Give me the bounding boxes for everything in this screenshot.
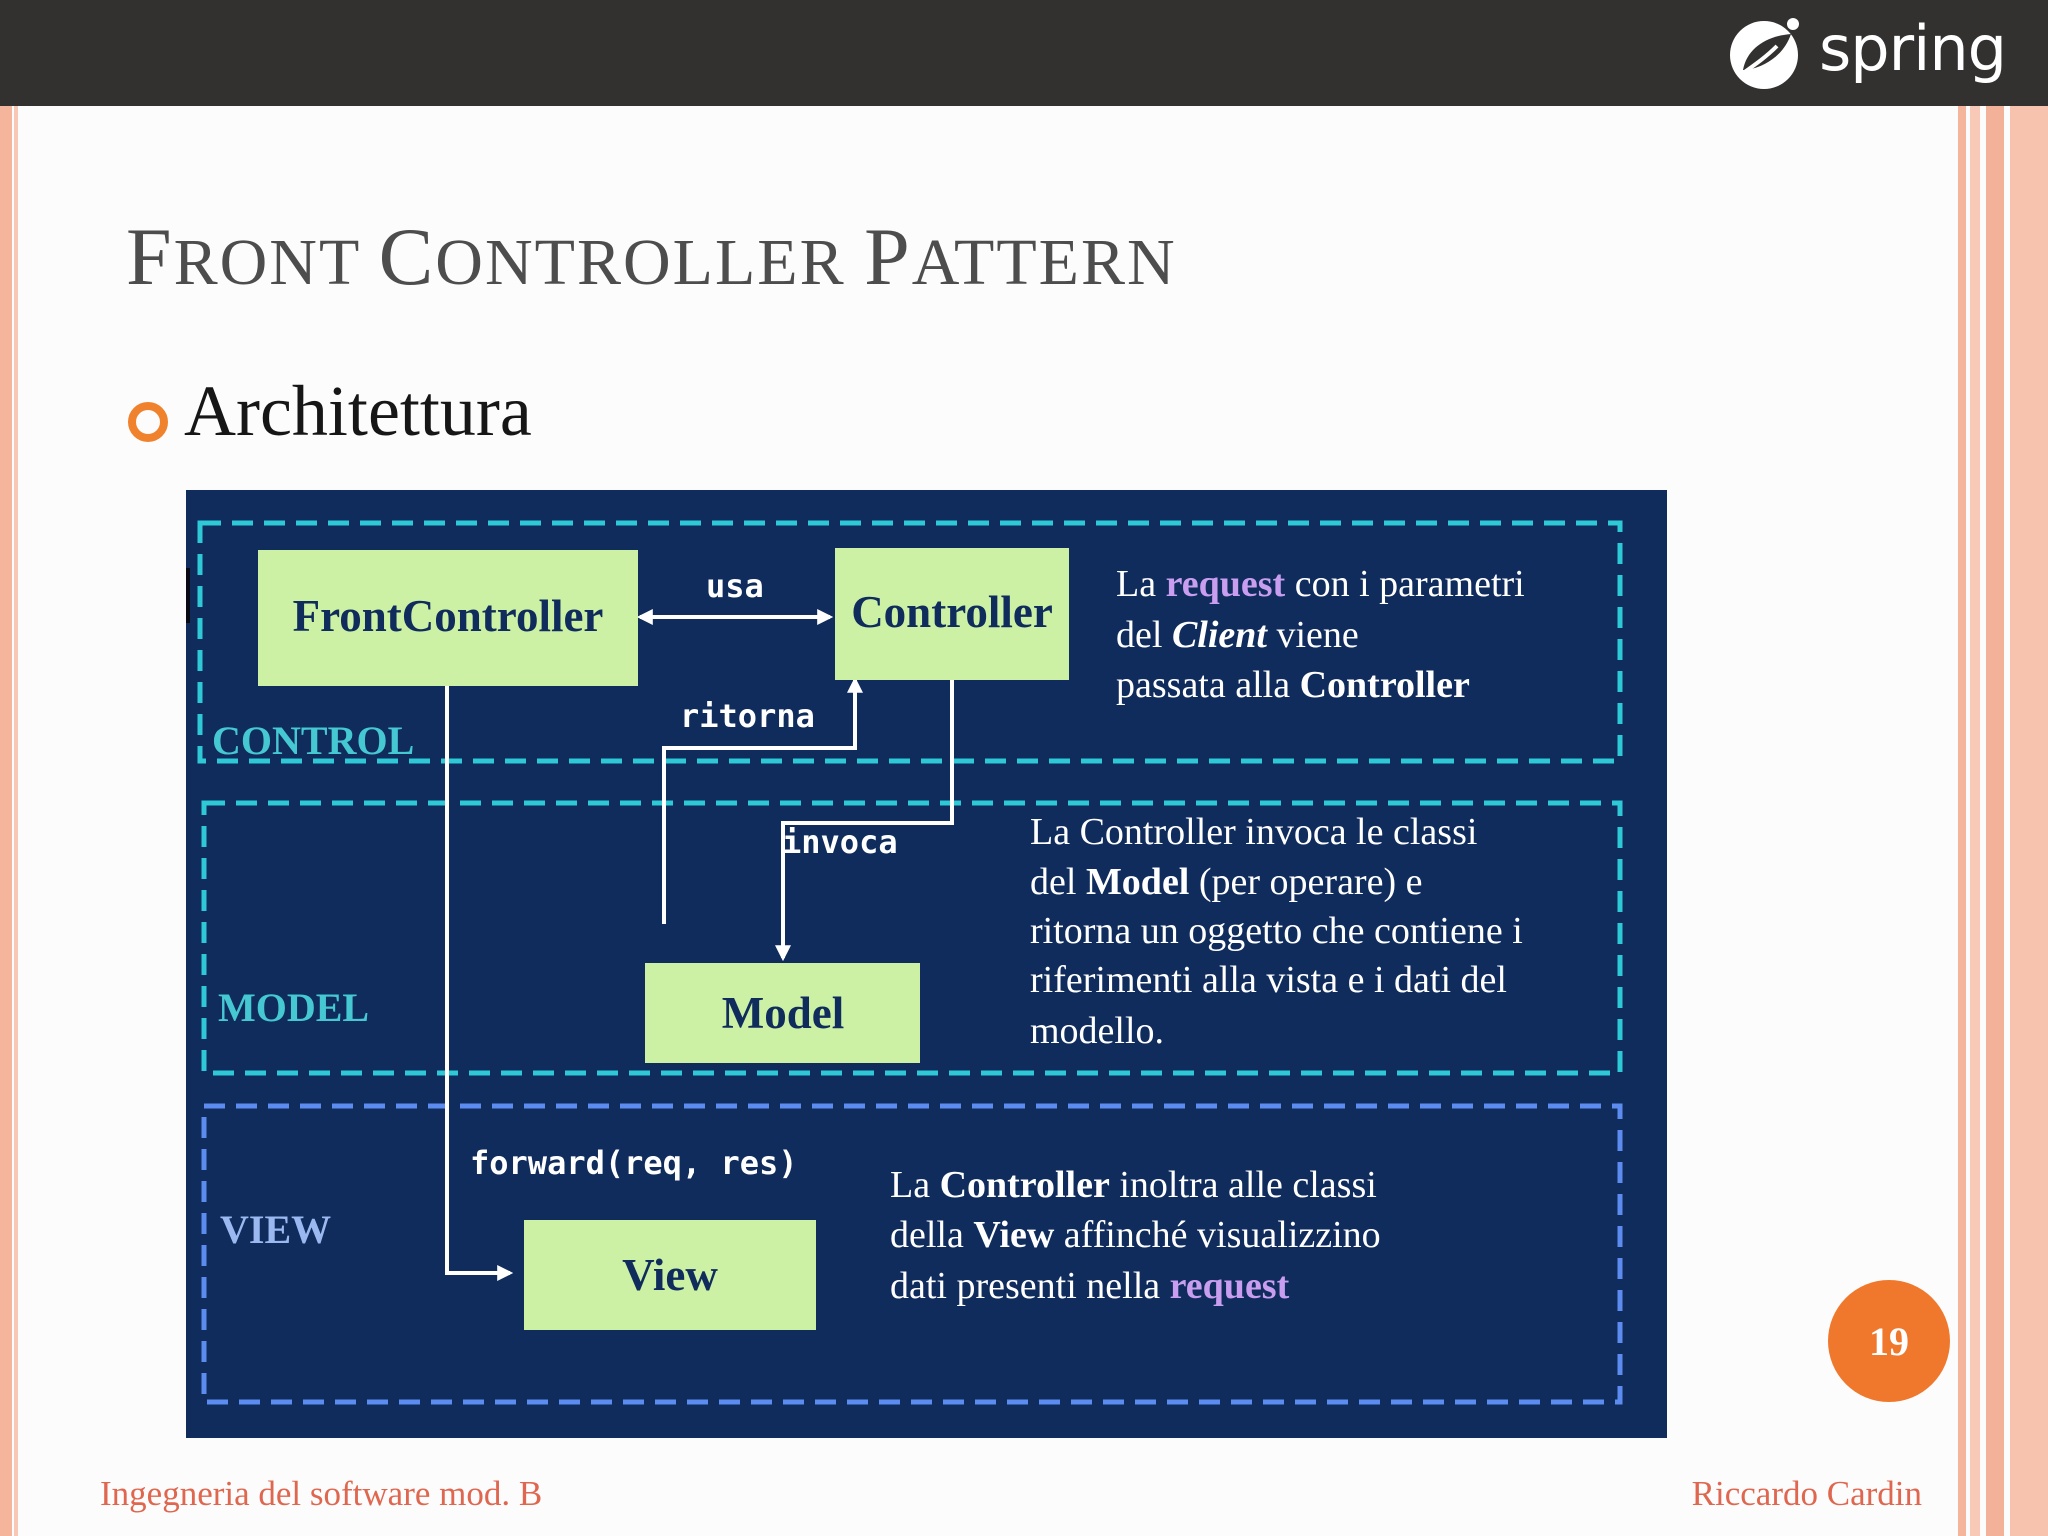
view-description-line: La Controller inoltra alle classi: [890, 1164, 1377, 1206]
front-controller-box: [258, 550, 638, 686]
model-description-line: La Controller invoca le classi: [1030, 811, 1477, 853]
arrow-label-invoca: invoca: [782, 823, 898, 861]
right-border-stripe: [1958, 106, 1966, 1536]
view-label: View: [622, 1250, 718, 1300]
arrow-label-forward: forward(req, res): [470, 1144, 798, 1182]
model-description-line: modello.: [1030, 1010, 1164, 1052]
spring-leaf-icon: [1729, 18, 1799, 89]
footer-author: Riccardo Cardin: [1691, 1474, 1922, 1513]
spring-logo: spring: [1723, 8, 2007, 98]
model-description-line: ritorna un oggetto che contiene i: [1030, 910, 1523, 952]
section-label-control: CONTROL: [212, 718, 414, 763]
view-section-border: [201, 1103, 1623, 1405]
view-box: [524, 1220, 816, 1330]
view-description-line: della View affinché visualizzino: [890, 1214, 1381, 1256]
architecture-diagram: CONTROL MODEL VIEW usa ritorna invoca fo…: [186, 490, 1667, 1438]
bullet-ring-icon: [128, 402, 168, 442]
right-border-stripe-2: [1970, 106, 1980, 1536]
slide-title: FRONT CONTROLLER PATTERN: [126, 211, 1177, 302]
model-label: Model: [722, 988, 844, 1038]
right-border-stripe-3: [1986, 106, 2004, 1536]
control-description: La request con i parametri del Client vi…: [1116, 563, 1525, 706]
model-description-line: del Model (per operare) e: [1030, 861, 1422, 903]
bullet-text: Architettura: [184, 371, 532, 451]
left-border-stripe: [0, 106, 12, 1536]
left-edge-mark: [186, 568, 190, 623]
section-label-view: VIEW: [220, 1207, 331, 1252]
model-box: [645, 963, 920, 1063]
control-section-border: [197, 520, 1623, 764]
arrow-label-ritorna: ritorna: [680, 697, 815, 735]
right-border-stripe-4: [2010, 106, 2048, 1536]
controller-box: [835, 548, 1069, 680]
view-description-line: dati presenti nella request: [890, 1265, 1290, 1307]
logo-text: spring: [1818, 12, 2007, 85]
page-number-badge: 19: [1828, 1280, 1950, 1402]
controller-label: Controller: [851, 587, 1053, 637]
invoca-arrow: [775, 680, 954, 962]
view-description: La Controller inoltra alle classi della …: [890, 1164, 1381, 1307]
control-description-line: La request con i parametri: [1116, 563, 1525, 605]
front-controller-label: FrontController: [293, 591, 604, 641]
control-description-line: del Client viene: [1116, 614, 1359, 656]
control-description-line: passata alla Controller: [1116, 664, 1470, 706]
arrow-label-usa: usa: [706, 567, 764, 605]
model-description-line: riferimenti alla vista e i dati del: [1030, 959, 1507, 1001]
model-description: La Controller invoca le classi del Model…: [1030, 811, 1523, 1052]
forward-arrow: [445, 686, 514, 1281]
model-section-border: [201, 800, 1623, 1076]
ritorna-arrow: [662, 676, 863, 924]
footer-course: Ingegneria del software mod. B: [100, 1474, 543, 1513]
top-bar: spring: [0, 0, 2048, 106]
section-label-model: MODEL: [218, 985, 369, 1030]
left-border-line: [14, 106, 18, 1536]
